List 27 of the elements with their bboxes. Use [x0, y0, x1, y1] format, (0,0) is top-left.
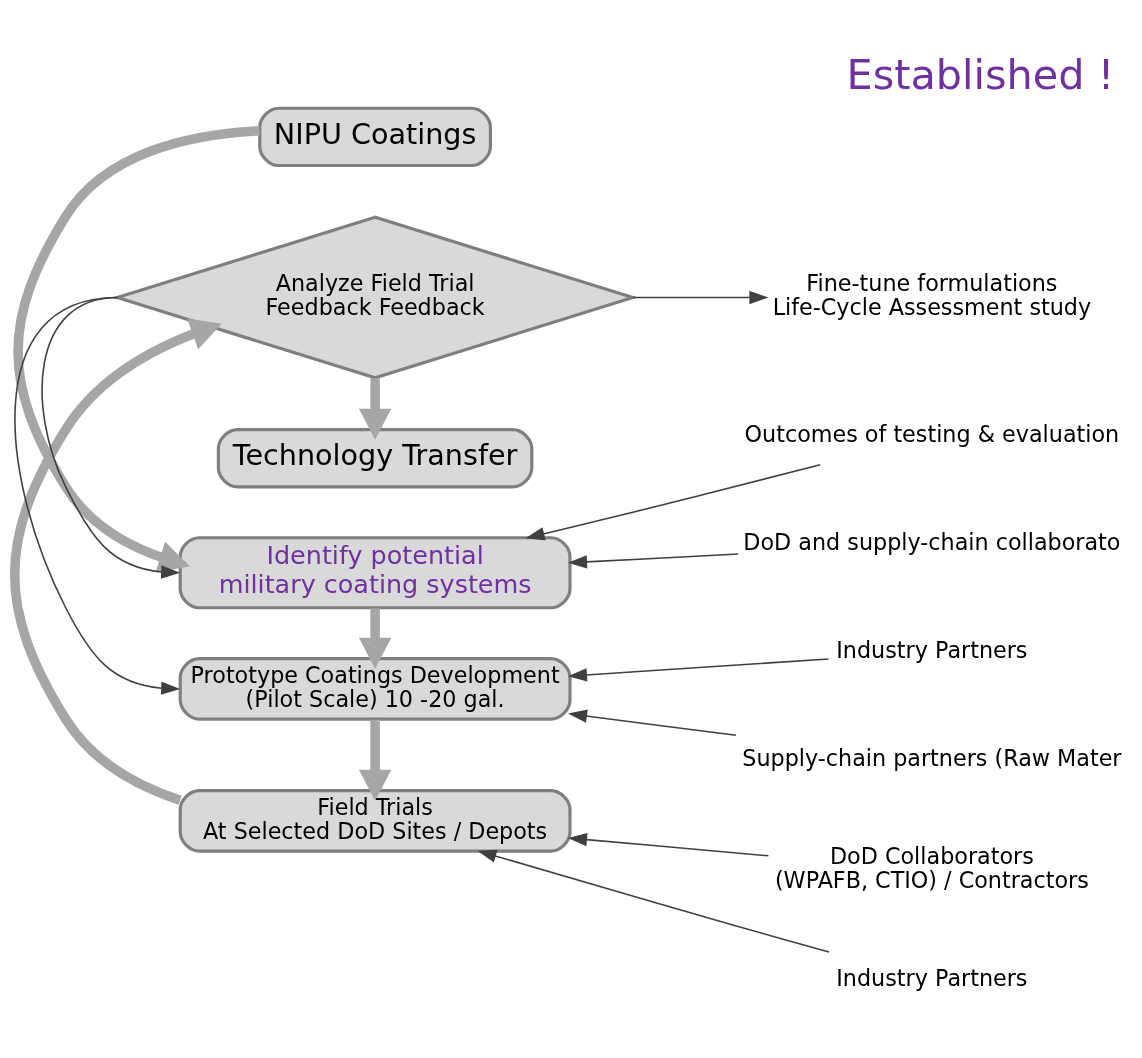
arrow: [567, 658, 830, 682]
arrow: [525, 463, 822, 541]
node-box: NIPU Coatings: [258, 106, 493, 168]
node-text: Supply-chain partners (Raw Mater: [742, 745, 1122, 772]
arrow: [358, 378, 392, 440]
arrow: [567, 553, 739, 569]
arrow: [358, 608, 392, 669]
node-text: DoD and supply-chain collaborato: [743, 529, 1121, 555]
node-text: Fine-tune formulations Life-Cycle Assessment study: [772, 270, 1092, 321]
node-text: Outcomes of testing & evaluation: [744, 420, 1120, 447]
node-text: DoD Collaborators (WPAFB, CTIO) / Contractors: [774, 843, 1089, 894]
node-text: Industry Partners: [836, 637, 1028, 664]
arrow: [567, 709, 737, 737]
node-box: Field Trials At Selected DoD Sites / Depots: [178, 789, 572, 853]
arrow: [567, 833, 770, 857]
node-box: Identify potential military coating systems: [178, 536, 572, 610]
arrow: [477, 849, 830, 953]
arrow: [13, 126, 260, 573]
node-text: Industry Partners: [836, 964, 1028, 991]
arrow: [10, 318, 222, 805]
node-box: Technology Transfer: [216, 428, 534, 489]
arrow: [632, 290, 769, 305]
arrow: [14, 296, 181, 695]
node-box: Prototype Coatings Development (Pilot Scale) 10 -20 gal.: [178, 657, 572, 721]
diagram-title: Established !: [846, 50, 1115, 99]
arrow: [41, 296, 181, 579]
arrow: [358, 719, 392, 801]
